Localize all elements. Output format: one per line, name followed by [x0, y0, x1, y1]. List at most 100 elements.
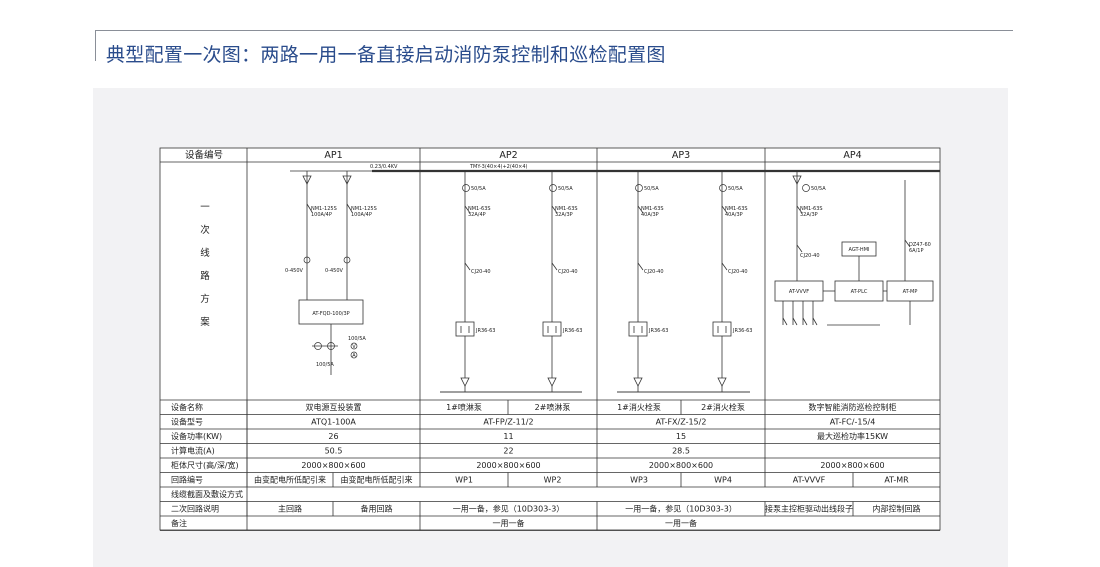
- circuit-ct-label: 50/5A: [728, 186, 743, 192]
- scheme-label-char: 案: [200, 316, 210, 328]
- circuit-breaker-label: NM1-63S: [555, 206, 578, 212]
- ap1-voltmeter-label: 0-450V: [325, 268, 344, 274]
- contactor-switch: [551, 262, 558, 271]
- table-cell: 1#消火栓泵: [617, 402, 661, 412]
- ap1-breaker-label: NM1-125S: [351, 206, 377, 212]
- table-frame: [159, 147, 941, 531]
- table-row-label: 设备名称: [171, 402, 203, 412]
- table-row-label: 回路编号: [171, 475, 203, 485]
- table-cell: WP1: [455, 476, 473, 485]
- motor-outlet-arrow-icon: [460, 377, 470, 387]
- ats-label: AT-FQD-100/3P: [312, 311, 349, 317]
- table-cell: WP4: [714, 476, 732, 485]
- breaker-switch: [306, 203, 313, 213]
- table-cell: AT-FP/Z-11/2: [483, 418, 533, 427]
- circuit-breaker-label: 32A/3P: [555, 212, 573, 218]
- ap4-arrow-icon: [792, 175, 802, 185]
- table-cell: 2#喷淋泵: [535, 402, 571, 412]
- mp-label: AT-MP: [903, 289, 918, 295]
- circuit-contactor-label: CJ20-40: [644, 269, 664, 275]
- table-cell: 主回路: [278, 504, 302, 514]
- ats-box: [298, 299, 364, 325]
- table-cell: WP2: [544, 476, 562, 485]
- feeder-arrow-icon: [302, 175, 312, 185]
- ap1-breaker-label: NM1-125S: [311, 206, 337, 212]
- feeder-arrow-icon: [342, 175, 352, 185]
- motor-outlet-arrow-icon: [633, 377, 643, 387]
- table-cell: 2000×800×600: [649, 461, 713, 470]
- scheme-label-char: 路: [200, 270, 210, 282]
- ap4-ct-label: 50/5A: [811, 186, 826, 192]
- panel-label-ap3: AP3: [672, 150, 690, 161]
- circuit-ct-label: 50/5A: [644, 186, 659, 192]
- ap1-breaker-label: 100A/4P: [351, 212, 372, 218]
- table-cell: 26: [328, 432, 338, 441]
- voltmeter-icon: [343, 256, 351, 264]
- circuit-relay-label: JR36-63: [732, 328, 752, 334]
- circuit-relay-label: JR36-63: [648, 328, 668, 334]
- meter-a-icon: [350, 351, 358, 359]
- hmi-label: AGT-HMI: [849, 247, 870, 253]
- thermal-relay-box: [712, 321, 732, 337]
- circuit-contactor-label: CJ20-40: [471, 269, 491, 275]
- circuit-contactor-label: CJ20-40: [728, 269, 748, 275]
- table-cell: 一用一备，参见（10D303-3）: [453, 504, 565, 514]
- title-frame: [95, 30, 1013, 61]
- table-cell: ATQ1-100A: [311, 418, 356, 427]
- table-cell: 50.5: [325, 447, 343, 456]
- ap1-ct-label-a: 100/5A: [348, 336, 366, 342]
- table-cell: 一用一备: [665, 518, 697, 528]
- table-cell: 1#喷淋泵: [446, 402, 482, 412]
- table-cell: 一用一备，参见（10D303-3）: [625, 504, 737, 514]
- panel-label-ap1: AP1: [324, 150, 342, 161]
- ap4-output-switch: [792, 317, 798, 326]
- meter-v-icon: [350, 342, 358, 350]
- table-cell: 由变配电所低配引来: [341, 475, 413, 485]
- table-cell: 数字智能消防巡检控制柜: [809, 402, 897, 412]
- plc-label: AT-PLC: [851, 289, 868, 295]
- table-cell: AT-FC/-15/4: [830, 418, 876, 427]
- busbar-main-label: TMY-3(40×4)+2(40×4): [469, 164, 528, 170]
- ap1-ct-label-b: 100/5A: [316, 362, 334, 368]
- scheme-label-char: 线: [200, 247, 210, 259]
- header-label: 设备编号: [185, 149, 223, 161]
- table-cell: 11: [503, 432, 513, 441]
- motor-outlet-arrow-icon: [547, 377, 557, 387]
- ap4-breaker-label: NM1-63S: [800, 206, 823, 212]
- circuit-breaker-label: 40A/3P: [641, 212, 659, 218]
- ap4-output-switch: [782, 317, 788, 326]
- scheme-label-char: 次: [200, 224, 210, 236]
- circuit-breaker-label: NM1-63S: [641, 206, 664, 212]
- table-cell: 双电源互投装置: [306, 402, 362, 412]
- table-cell: 2000×800×600: [301, 461, 365, 470]
- circuit-breaker-label: NM1-63S: [468, 206, 491, 212]
- table-cell: 内部控制回路: [873, 504, 921, 514]
- table-cell: AT-VVVF: [793, 476, 826, 485]
- circuit-breaker-label: 40A/3P: [725, 212, 743, 218]
- table-row-label: 设备型号: [171, 417, 203, 427]
- circuit-breaker-label: NM1-63S: [725, 206, 748, 212]
- breaker-switch: [637, 205, 644, 214]
- ct-icon: [719, 184, 727, 192]
- thermal-relay-box: [628, 321, 648, 337]
- contactor-switch: [796, 244, 803, 253]
- meter-v-label: V: [352, 344, 356, 350]
- circuit-contactor-label: CJ20-40: [558, 269, 578, 275]
- circuit-relay-label: JR36-63: [475, 328, 495, 334]
- circuit-breaker-label: 32A/4P: [468, 212, 486, 218]
- ap1-breaker-label: 100A/4P: [311, 212, 332, 218]
- table-cell: AT-MR: [884, 476, 909, 485]
- breaker-switch: [346, 203, 353, 213]
- table-row-label: 二次回路说明: [171, 504, 219, 514]
- page-title: 典型配置一次图：两路一用一备直接启动消防泵控制和巡检配置图: [106, 44, 666, 66]
- table-row-label: 设备功率(KW): [171, 431, 222, 441]
- table-row-label: 柜体尺寸(高/深/宽): [171, 460, 239, 470]
- dz-label: 6A/1P: [909, 248, 923, 254]
- dz-switch: [904, 239, 911, 248]
- table-cell: 2000×800×600: [820, 461, 884, 470]
- ct-icon: [462, 184, 470, 192]
- ap4-output-switch: [802, 317, 808, 326]
- table-cell: 15: [676, 432, 686, 441]
- ct-icon: [635, 184, 643, 192]
